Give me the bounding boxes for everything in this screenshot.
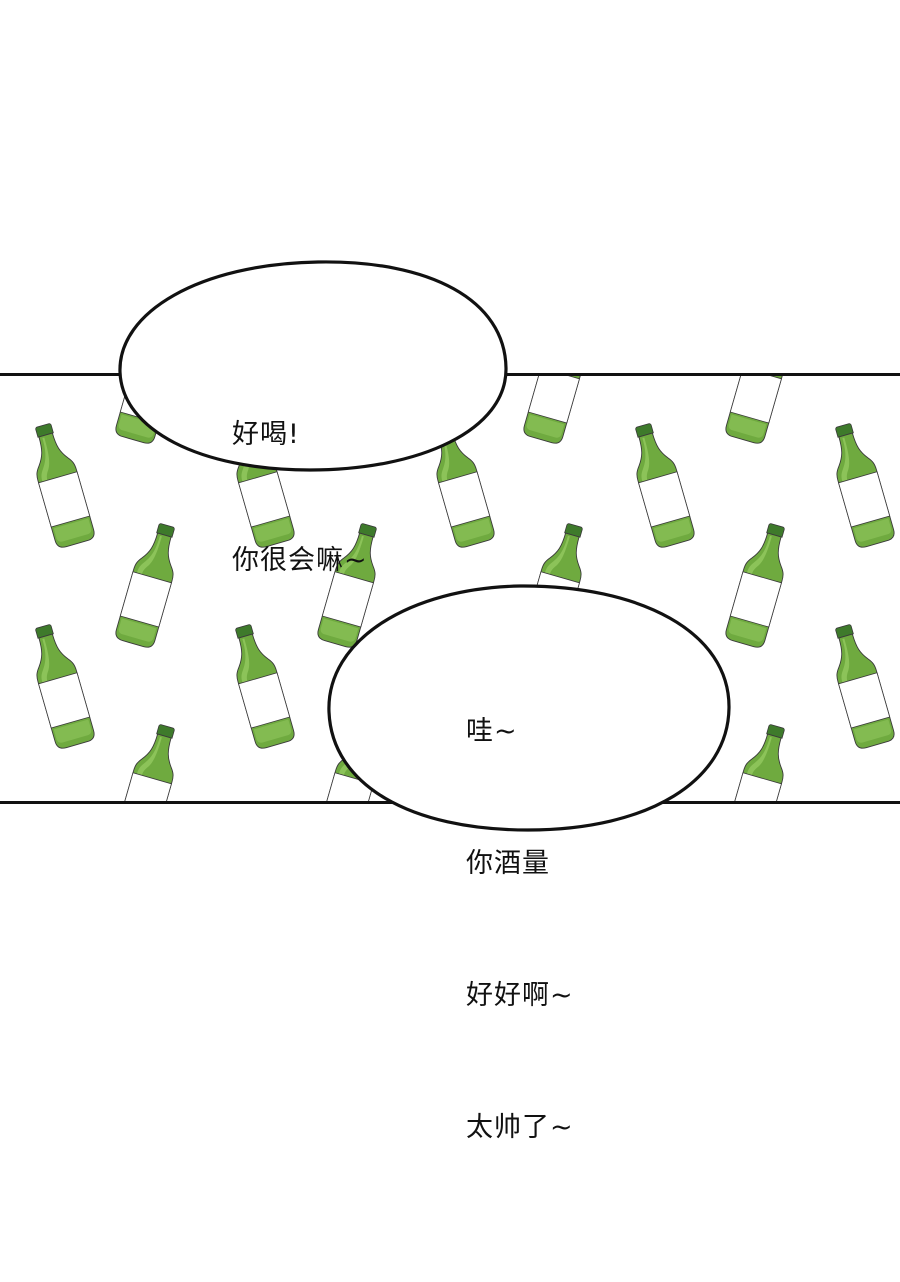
bottle-icon: [817, 416, 900, 553]
speech-bubble-1-text: 好喝! 你很会嘛~: [232, 330, 368, 666]
bubble-2-line-2: 你酒量: [466, 848, 550, 879]
comic-panel: [0, 373, 900, 804]
bottle-icon: [617, 617, 702, 754]
bottle-icon: [309, 717, 394, 801]
bottle-icon: [617, 416, 702, 553]
bottle-icon: [717, 376, 802, 450]
speech-bubble-2-text: 哇~ 你酒量 好好啊~ 太帅了~: [466, 622, 574, 1238]
bottle-icon: [217, 617, 302, 754]
bubble-2-line-3: 好好啊~: [466, 980, 574, 1011]
bottle-icon: [717, 717, 802, 801]
bottle-icon: [107, 717, 192, 801]
bottle-icon: [817, 617, 900, 754]
bottle-icon: [107, 516, 192, 653]
bubble-2-line-4: 太帅了~: [466, 1112, 574, 1143]
bottle-icon: [417, 416, 502, 553]
bubble-2-line-1: 哇~: [466, 716, 518, 747]
bottle-icon: [515, 376, 600, 450]
bottle-icon: [17, 617, 102, 754]
bubble-1-line-2: 你很会嘛~: [232, 545, 368, 576]
bottle-icon: [107, 376, 192, 450]
bottle-icon: [717, 516, 802, 653]
bottle-icon: [17, 416, 102, 553]
bubble-1-line-1: 好喝!: [232, 419, 300, 450]
